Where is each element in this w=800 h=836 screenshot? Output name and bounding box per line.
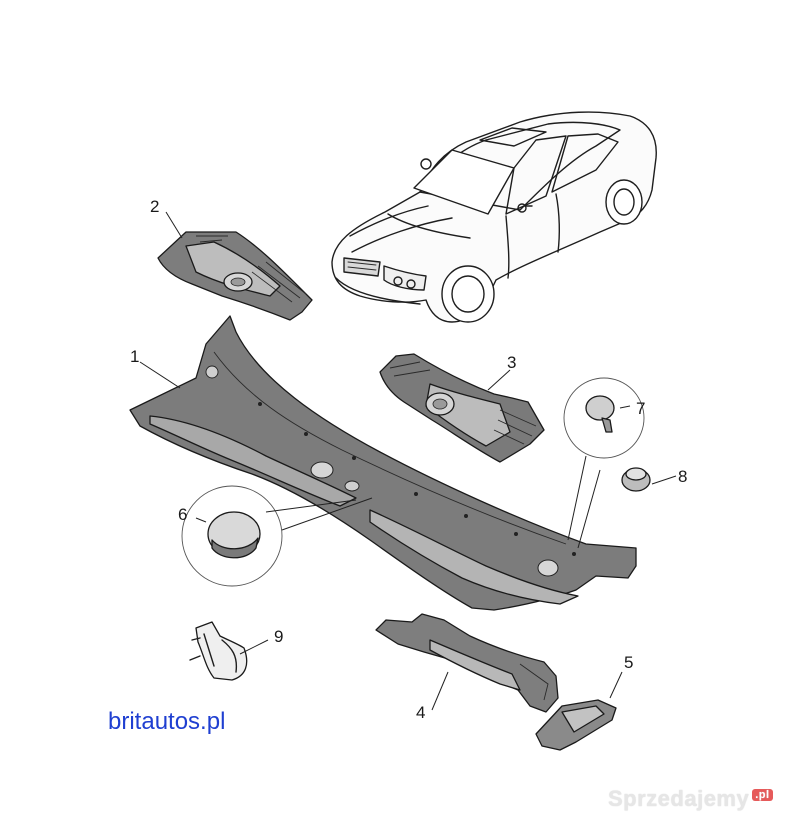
part-3-cowl-vent-right bbox=[379, 353, 545, 463]
callout-3: 3 bbox=[507, 353, 516, 372]
part-1-scuttle-panel bbox=[129, 315, 637, 611]
callout-5: 5 bbox=[624, 653, 633, 672]
callout-labels: 2 1 3 7 8 6 9 5 4 bbox=[130, 197, 687, 722]
callout-2: 2 bbox=[150, 197, 159, 216]
brand-text: britautos.pl bbox=[108, 708, 226, 735]
car-illustration bbox=[331, 111, 657, 323]
callout-4: 4 bbox=[416, 703, 425, 722]
callout-1: 1 bbox=[130, 347, 139, 366]
watermark-text: Sprzedajemy bbox=[608, 786, 750, 811]
part-4-drain-duct bbox=[375, 613, 559, 713]
watermark: Sprzedajemy.pl bbox=[608, 786, 773, 812]
leader-lines bbox=[139, 211, 677, 711]
callout-6: 6 bbox=[178, 505, 187, 524]
part-9-clip bbox=[189, 621, 248, 681]
callout-8: 8 bbox=[678, 467, 687, 486]
part-8-grommet bbox=[621, 467, 651, 492]
watermark-badge: .pl bbox=[752, 788, 773, 801]
part-2-cowl-vent-left bbox=[157, 231, 313, 321]
part-5-bracket bbox=[535, 699, 617, 751]
part-6-detail bbox=[181, 485, 283, 587]
callout-9: 9 bbox=[274, 627, 283, 646]
callout-7: 7 bbox=[636, 399, 645, 418]
part-7-detail bbox=[563, 377, 645, 459]
